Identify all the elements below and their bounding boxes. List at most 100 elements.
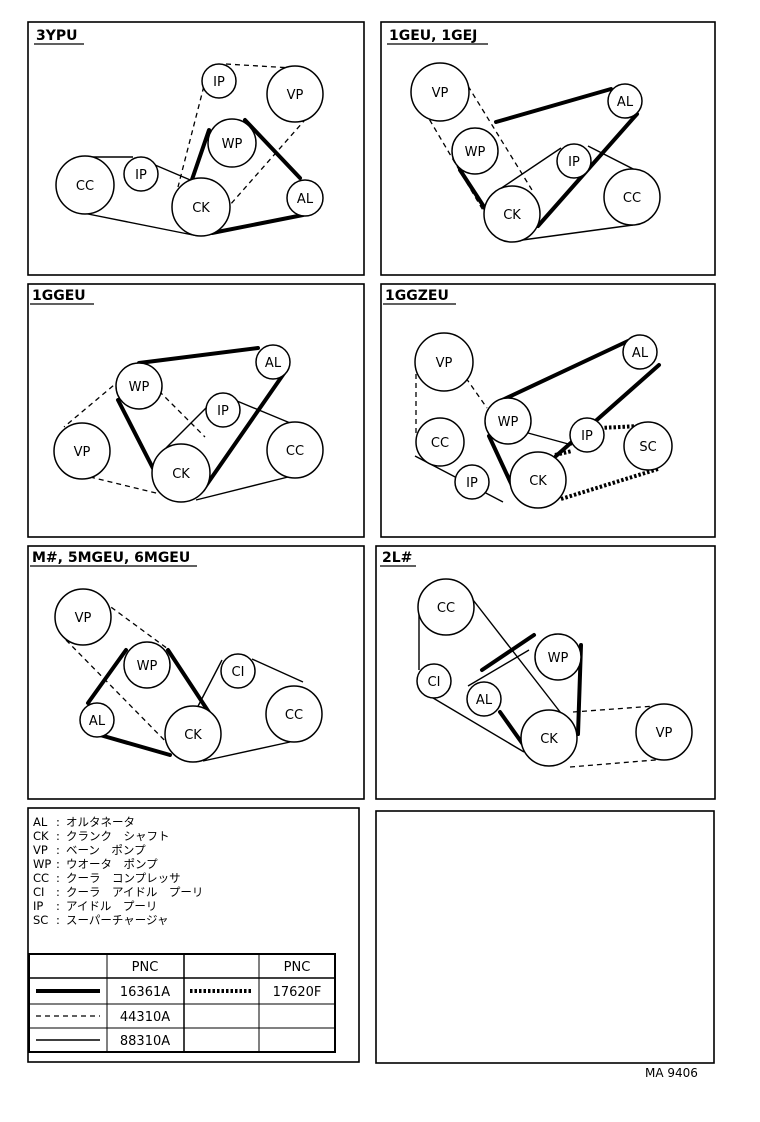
svg-text:CK: CK xyxy=(529,474,547,489)
svg-text:WP: WP xyxy=(137,659,158,674)
belt-44310a xyxy=(89,476,161,495)
legend-entry: CK: クランク シャフト xyxy=(33,829,170,843)
belt-16361a xyxy=(166,648,216,722)
belt-88310a xyxy=(165,401,213,449)
belt-88310a xyxy=(499,147,562,190)
belt-17620f xyxy=(560,467,659,501)
pulley-cc: CC xyxy=(265,685,323,743)
svg-text:WP: WP xyxy=(548,651,569,666)
pulley-ck: CK xyxy=(164,705,222,763)
panel-2l: 2L# CC WP CI AL CK VP xyxy=(375,545,716,800)
belt-88310a xyxy=(194,659,223,713)
pulley-wp: WP xyxy=(451,127,499,175)
panel-frame xyxy=(27,21,365,276)
panel-1ggeu: 1GGEU AL WP IP VP CK CC xyxy=(27,283,365,538)
belt-44310a xyxy=(221,104,319,215)
svg-text:CC: CC xyxy=(286,444,304,459)
svg-text:VP: VP xyxy=(656,726,673,741)
svg-text:WP: WP xyxy=(498,415,519,430)
pulley-cc: CC xyxy=(415,417,465,467)
belt-16361a xyxy=(137,346,260,365)
pnc-table: PNC PNC 16361A 44310A 88310A 17620F xyxy=(28,953,336,1053)
pulley-sc: SC xyxy=(623,421,673,471)
panel-title: 1GGZEU xyxy=(385,288,449,304)
svg-text:WP: WP xyxy=(465,145,486,160)
legend-entry: WP: ウオータ ポンプ xyxy=(33,857,158,871)
panel-3ypu: 3YPU IP VP WP CC IP CK AL xyxy=(27,21,365,276)
pulley-wp: WP xyxy=(534,633,582,681)
table-header-pnc: PNC xyxy=(284,960,311,975)
pulley-ci: CI xyxy=(220,653,256,689)
belt-88310a xyxy=(202,741,291,762)
footer-code: MA 9406 xyxy=(645,1066,698,1080)
svg-text:VP: VP xyxy=(75,611,92,626)
svg-text:CI: CI xyxy=(428,675,441,690)
belt-16361a xyxy=(86,648,128,705)
svg-text:CC: CC xyxy=(431,436,449,451)
svg-text:CK: CK xyxy=(503,208,521,223)
panel-frame xyxy=(27,545,365,800)
belt-44310a xyxy=(158,390,206,438)
pulley-ck: CK xyxy=(171,177,231,237)
pulley-ip: IP xyxy=(123,156,159,192)
belt-16361a xyxy=(201,367,289,492)
svg-text:CC: CC xyxy=(623,191,641,206)
table-cell-pnc: 88310A xyxy=(120,1034,170,1049)
legend-list: AL: オルタネータ CK: クランク シャフト VP: ベーン ポンプ WP:… xyxy=(33,815,203,927)
pulley-cc: CC xyxy=(603,168,661,226)
svg-text:IP: IP xyxy=(135,168,147,183)
pulley-ip: IP xyxy=(454,464,490,500)
belt-44310a xyxy=(467,85,533,191)
legend-entry: IP: アイドル プーリ xyxy=(33,899,157,913)
pulley-wp: WP xyxy=(115,362,163,410)
panel-title: 2L# xyxy=(382,550,412,566)
belt-44310a xyxy=(65,639,177,753)
svg-text:AL: AL xyxy=(476,693,493,708)
svg-text:AL: AL xyxy=(89,714,106,729)
pulley-ck: CK xyxy=(483,185,541,243)
belt-44310a xyxy=(465,377,488,409)
belt-88310a xyxy=(427,694,525,753)
pulley-vp: VP xyxy=(414,332,474,392)
pulley-ck: CK xyxy=(509,451,567,509)
svg-text:CK: CK xyxy=(192,201,210,216)
panel-title: M#, 5MGEU, 6MGEU xyxy=(32,550,190,566)
svg-text:CI: CI xyxy=(232,665,245,680)
belt-88310a xyxy=(514,224,634,242)
belt-16361a xyxy=(480,633,536,672)
belt-16361a xyxy=(458,168,490,215)
belt-44310a xyxy=(225,63,293,69)
svg-text:IP: IP xyxy=(581,429,593,444)
svg-text:VP: VP xyxy=(436,356,453,371)
table-header-pnc: PNC xyxy=(132,960,159,975)
belt-44310a xyxy=(424,111,488,218)
pulley-vp: VP xyxy=(54,588,112,646)
svg-text:VP: VP xyxy=(74,445,91,460)
belt-44310a xyxy=(63,379,121,428)
pulley-vp: VP xyxy=(635,703,693,761)
svg-text:SC: SC xyxy=(639,440,656,455)
belt-88310a xyxy=(82,212,199,237)
pulley-al: AL xyxy=(607,83,643,119)
pulley-ci: CI xyxy=(416,663,452,699)
pulley-ip: IP xyxy=(569,417,605,453)
panel-1ggzeu: 1GGZEU VP AL WP IP SC CC IP CK xyxy=(380,283,716,538)
belt-88310a xyxy=(251,658,304,683)
pulley-ip: IP xyxy=(556,143,592,179)
pulley-al: AL xyxy=(79,702,115,738)
svg-text:CC: CC xyxy=(285,708,303,723)
svg-text:IP: IP xyxy=(466,476,478,491)
svg-text:CC: CC xyxy=(76,179,94,194)
pulley-al: AL xyxy=(466,681,502,717)
belt-16361a xyxy=(243,118,302,180)
svg-text:WP: WP xyxy=(129,380,150,395)
panel-title: 1GEU, 1GEJ xyxy=(389,28,477,44)
svg-text:CK: CK xyxy=(172,467,190,482)
legend-entry: CC: クーラ コンプレッサ xyxy=(33,871,181,885)
legend-entry: VP: ベーン ポンプ xyxy=(33,843,146,857)
panel-frame xyxy=(27,807,360,1063)
panel-1geu-1gej: 1GEU, 1GEJ VP AL WP IP CK CC xyxy=(380,21,716,276)
svg-text:AL: AL xyxy=(617,95,634,110)
pulley-al: AL xyxy=(255,344,291,380)
